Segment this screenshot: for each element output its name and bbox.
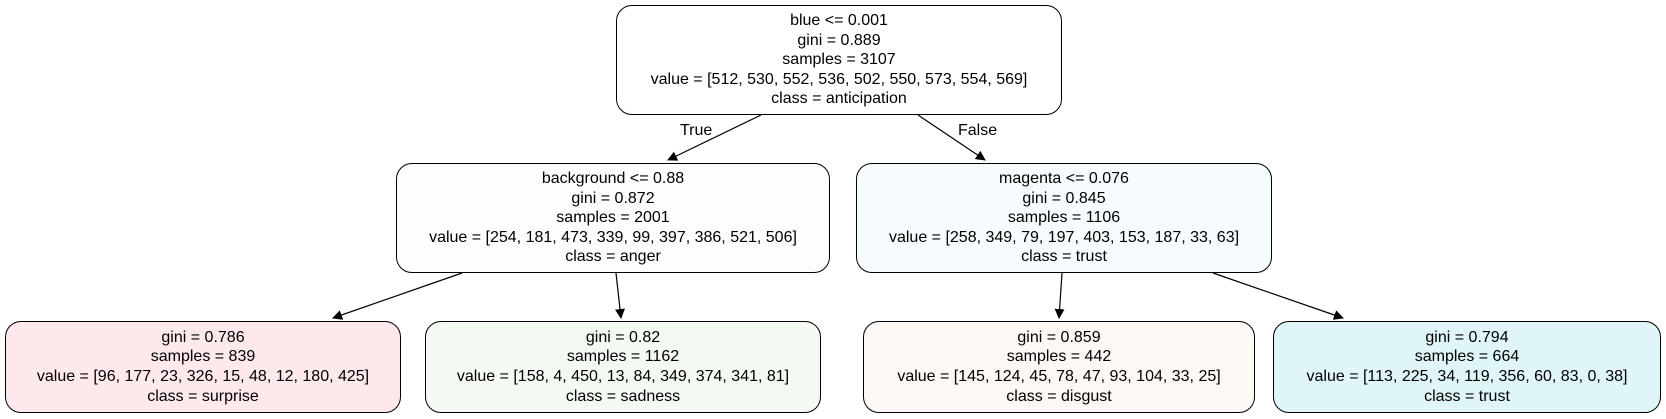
node-class: class = anticipation — [771, 90, 907, 108]
node-condition: background <= 0.88 — [541, 170, 685, 188]
tree-leaf-trust: gini = 0.794 samples = 664 value = [113,… — [1273, 321, 1661, 413]
node-samples: samples = 2001 — [556, 209, 670, 227]
node-samples: samples = 1162 — [566, 348, 680, 366]
node-gini: gini = 0.845 — [1022, 189, 1106, 207]
edge-right-leftleaf — [1054, 272, 1065, 319]
edge-left-rightleaf — [615, 272, 625, 319]
edge-root-right — [917, 114, 986, 161]
tree-node-root: blue <= 0.001 gini = 0.889 samples = 310… — [616, 5, 1062, 115]
node-condition: magenta <= 0.076 — [999, 170, 1129, 188]
node-value: value = [145, 124, 45, 78, 47, 93, 104, … — [897, 368, 1221, 385]
node-gini: gini = 0.889 — [797, 31, 881, 49]
edge-left-leftleaf — [332, 272, 463, 320]
node-gini: gini = 0.859 — [1017, 328, 1101, 346]
node-value: value = [158, 4, 450, 13, 84, 349, 374, … — [456, 368, 790, 385]
edge-right-rightleaf — [1212, 272, 1344, 320]
node-gini: gini = 0.786 — [161, 328, 245, 346]
node-value: value = [254, 181, 473, 339, 99, 397, 38… — [429, 228, 797, 246]
node-class: class = anger — [565, 248, 661, 266]
node-samples: samples = 442 — [1006, 348, 1112, 366]
tree-leaf-surprise: gini = 0.786 samples = 839 value = [96, … — [5, 321, 401, 413]
edge-label-true: True — [680, 122, 713, 139]
node-class: class = sadness — [565, 387, 681, 405]
edge-label-false: False — [958, 122, 998, 139]
node-samples: samples = 1106 — [1007, 209, 1121, 227]
node-samples: samples = 664 — [1414, 348, 1520, 366]
node-class: class = surprise — [147, 387, 259, 405]
node-condition: blue <= 0.001 — [790, 12, 888, 30]
node-class: class = trust — [1424, 387, 1510, 405]
node-samples: samples = 839 — [150, 348, 256, 366]
node-gini: gini = 0.794 — [1425, 328, 1509, 346]
node-class: class = trust — [1021, 248, 1107, 266]
tree-node-right: magenta <= 0.076 gini = 0.845 samples = … — [856, 163, 1272, 273]
tree-leaf-sadness: gini = 0.82 samples = 1162 value = [158,… — [425, 321, 821, 413]
tree-node-left: background <= 0.88 gini = 0.872 samples … — [396, 163, 830, 273]
node-gini: gini = 0.82 — [585, 328, 661, 346]
node-class: class = disgust — [1006, 387, 1112, 405]
tree-leaf-disgust: gini = 0.859 samples = 442 value = [145,… — [863, 321, 1255, 413]
node-value: value = [258, 349, 79, 197, 403, 153, 18… — [888, 228, 1240, 246]
node-gini: gini = 0.872 — [571, 189, 655, 207]
node-samples: samples = 3107 — [782, 51, 896, 69]
edge-root-left — [667, 114, 762, 161]
node-value: value = [96, 177, 23, 326, 15, 48, 12, 1… — [36, 368, 370, 385]
node-value: value = [512, 530, 552, 536, 502, 550, 5… — [650, 70, 1028, 88]
node-value: value = [113, 225, 34, 119, 356, 60, 83,… — [1306, 368, 1628, 385]
